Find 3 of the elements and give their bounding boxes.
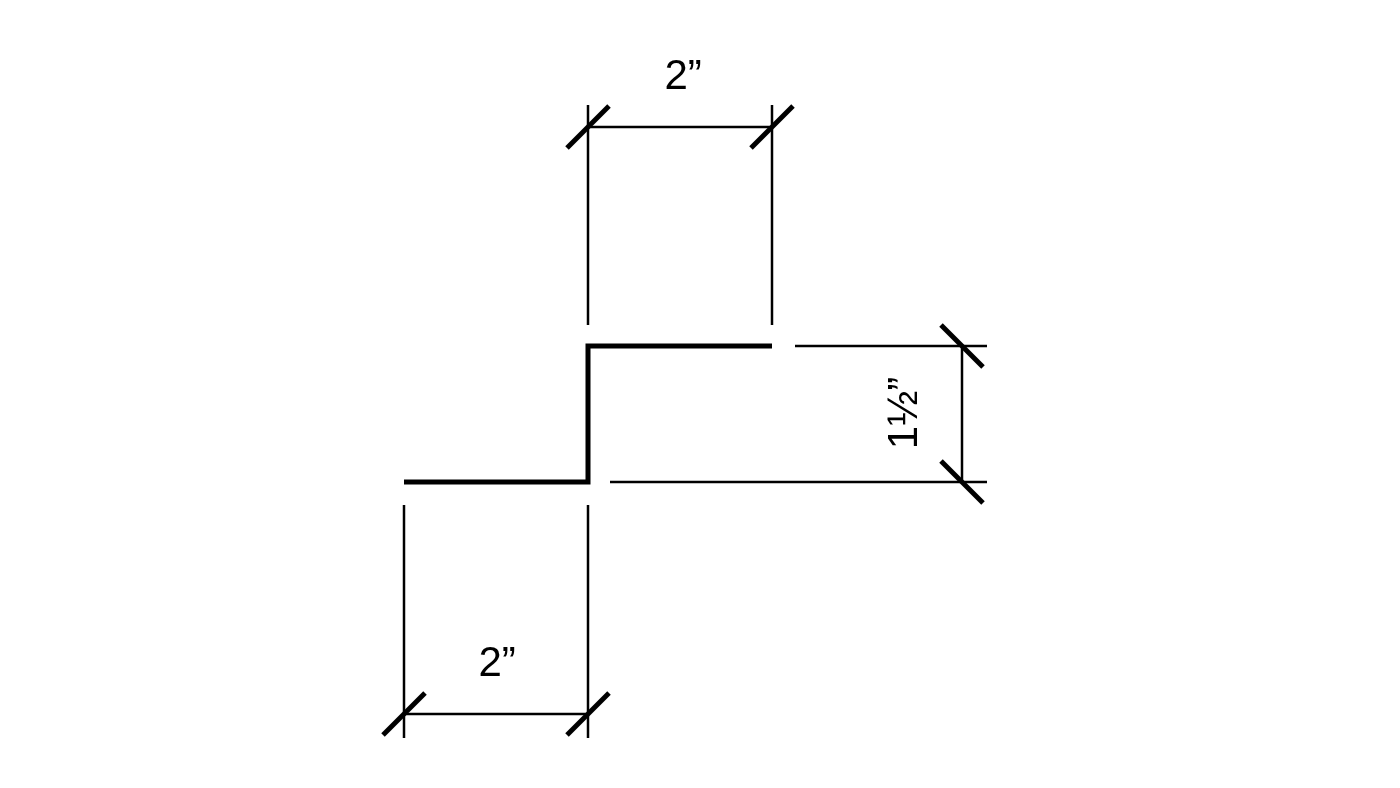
dimension-label: 2” — [478, 641, 516, 683]
dimension-label: 2” — [664, 54, 702, 96]
dimension-label: 1½” — [882, 376, 925, 450]
